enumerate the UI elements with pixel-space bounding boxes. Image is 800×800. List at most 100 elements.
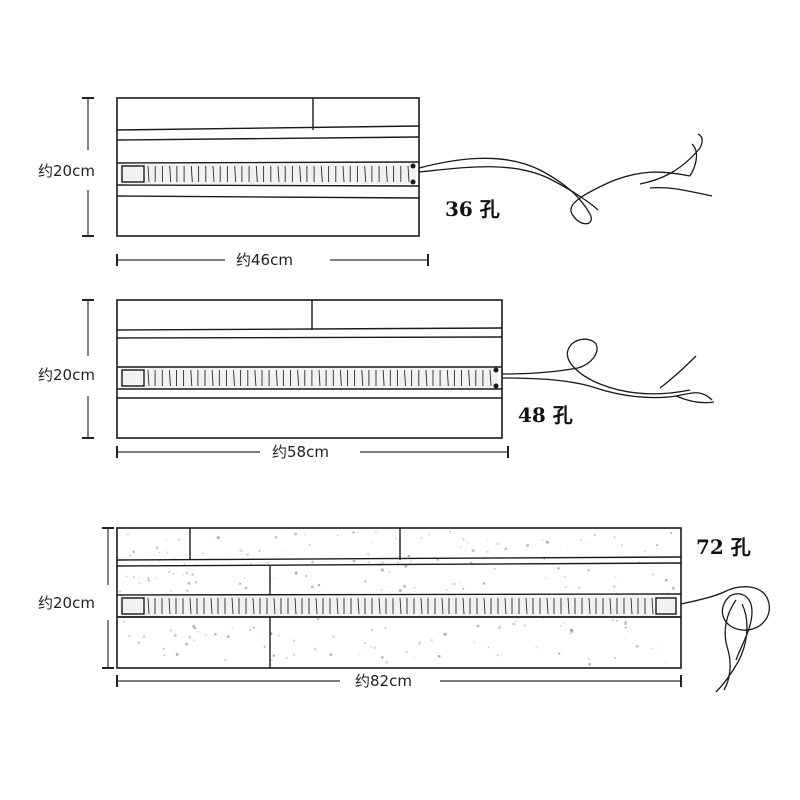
elastic-slot-divider [609,597,612,615]
height-dimension-72: 约20cm [38,527,114,669]
fabric-speckle [393,543,395,544]
pencil-roll-48: 约20cm 约58cm [38,299,715,461]
elastic-slot-divider [147,165,150,183]
elastic-slot-divider [234,165,237,183]
fabric-speckle [177,538,181,541]
fabric-speckle [187,574,189,576]
elastic-slot-divider [630,597,633,615]
fabric-speckle [430,639,433,642]
elastic-slots-36 [147,165,410,183]
fabric-speckle [137,641,141,645]
fabric-speckle [185,588,189,593]
fabric-speckle [462,538,465,541]
fabric-speckle [541,538,544,541]
fabric-speckle [367,553,370,556]
height-label-48: 约20cm [38,366,95,384]
fabric-speckle [471,549,475,553]
fabric-texture-72 [118,530,675,666]
fabric-speckle [231,627,234,630]
fabric-speckle [132,550,135,553]
fabric-speckle [671,586,675,590]
elastic-slot-divider [342,165,345,183]
elastic-slot-divider [211,369,214,387]
elastic-slot-divider [336,597,339,615]
fabric-speckle [459,581,462,584]
elastic-slot-divider [567,597,570,615]
fabric-speckle [292,653,296,657]
fabric-speckle [202,552,204,555]
fabric-speckle [446,589,448,591]
fabric-speckle [482,582,486,585]
fabric-speckle [239,548,243,553]
elastic-slot-divider [546,597,549,615]
fabric-speckle [460,546,462,548]
fabric-speckle [132,575,135,579]
fabric-speckle [526,544,529,547]
fabric-speckle [452,582,456,586]
fabric-speckle [364,580,367,583]
elastic-slot-divider [588,597,591,615]
fabric-speckle [165,539,167,541]
elastic-slot-divider [441,597,444,615]
elastic-slot-divider [483,597,486,615]
fabric-speckle [396,561,400,564]
fabric-speckle [305,574,308,578]
fabric-speckle [410,560,412,562]
fabric-speckle [285,656,288,660]
fabric-speckle [588,542,590,545]
fabric-speckle [655,647,657,649]
fabric-speckle [437,652,439,654]
elastic-slot-divider [255,165,258,183]
elastic-slot-divider [364,165,367,183]
width-dimension-36: 约46cm [116,251,429,269]
fabric-speckle [329,653,333,656]
fabric-speckle [437,654,441,658]
fabric-speckle [385,660,389,664]
fabric-speckle [194,581,198,584]
panel-48 [116,299,503,439]
elastic-slot-divider [407,165,410,183]
fabric-speckle [311,560,314,564]
fabric-speckle [252,626,256,629]
elastic-slot-divider [231,597,234,615]
fabric-speckle [308,543,311,547]
elastic-slot-divider [147,597,150,615]
fabric-speckle [265,561,269,565]
fabric-speckle [569,628,573,632]
elastic-slot-divider [385,165,388,183]
fabric-speckle [380,589,383,592]
fabric-speckle [414,656,416,659]
panel-72 [116,527,682,669]
fabric-speckle [352,531,355,534]
elastic-slot-divider [382,369,385,387]
fabric-speckle [394,537,397,539]
width-label-48: 约58cm [272,443,329,461]
fabric-speckle [436,558,439,562]
fabric-speckle [367,561,370,564]
fabric-speckle [384,627,387,629]
fabric-speckle [621,544,624,546]
fabric-speckle [588,662,592,666]
fabric-speckle [569,633,571,635]
fabric-speckle [227,635,230,638]
fabric-speckle [193,639,196,642]
fabric-speckle [370,645,373,648]
fabric-speckle [428,533,431,536]
fabric-speckle [359,653,361,656]
elastic-slot-divider [446,369,449,387]
fabric-speckle [560,625,562,627]
fabric-speckle [512,622,516,626]
elastic-slot-divider [489,369,492,387]
fabric-speckle [127,533,129,535]
fabric-speckle [147,577,150,579]
fabric-speckle [138,582,141,584]
fabric-speckle [293,639,296,642]
fabric-speckle [118,590,122,593]
elastic-slot-divider [462,597,465,615]
fabric-speckle [578,586,581,589]
elastic-slot-divider [297,369,300,387]
elastic-slots-72 [147,597,654,615]
fabric-speckle [443,632,447,636]
fabric-speckle [403,585,406,588]
fabric-speckle [557,567,560,570]
